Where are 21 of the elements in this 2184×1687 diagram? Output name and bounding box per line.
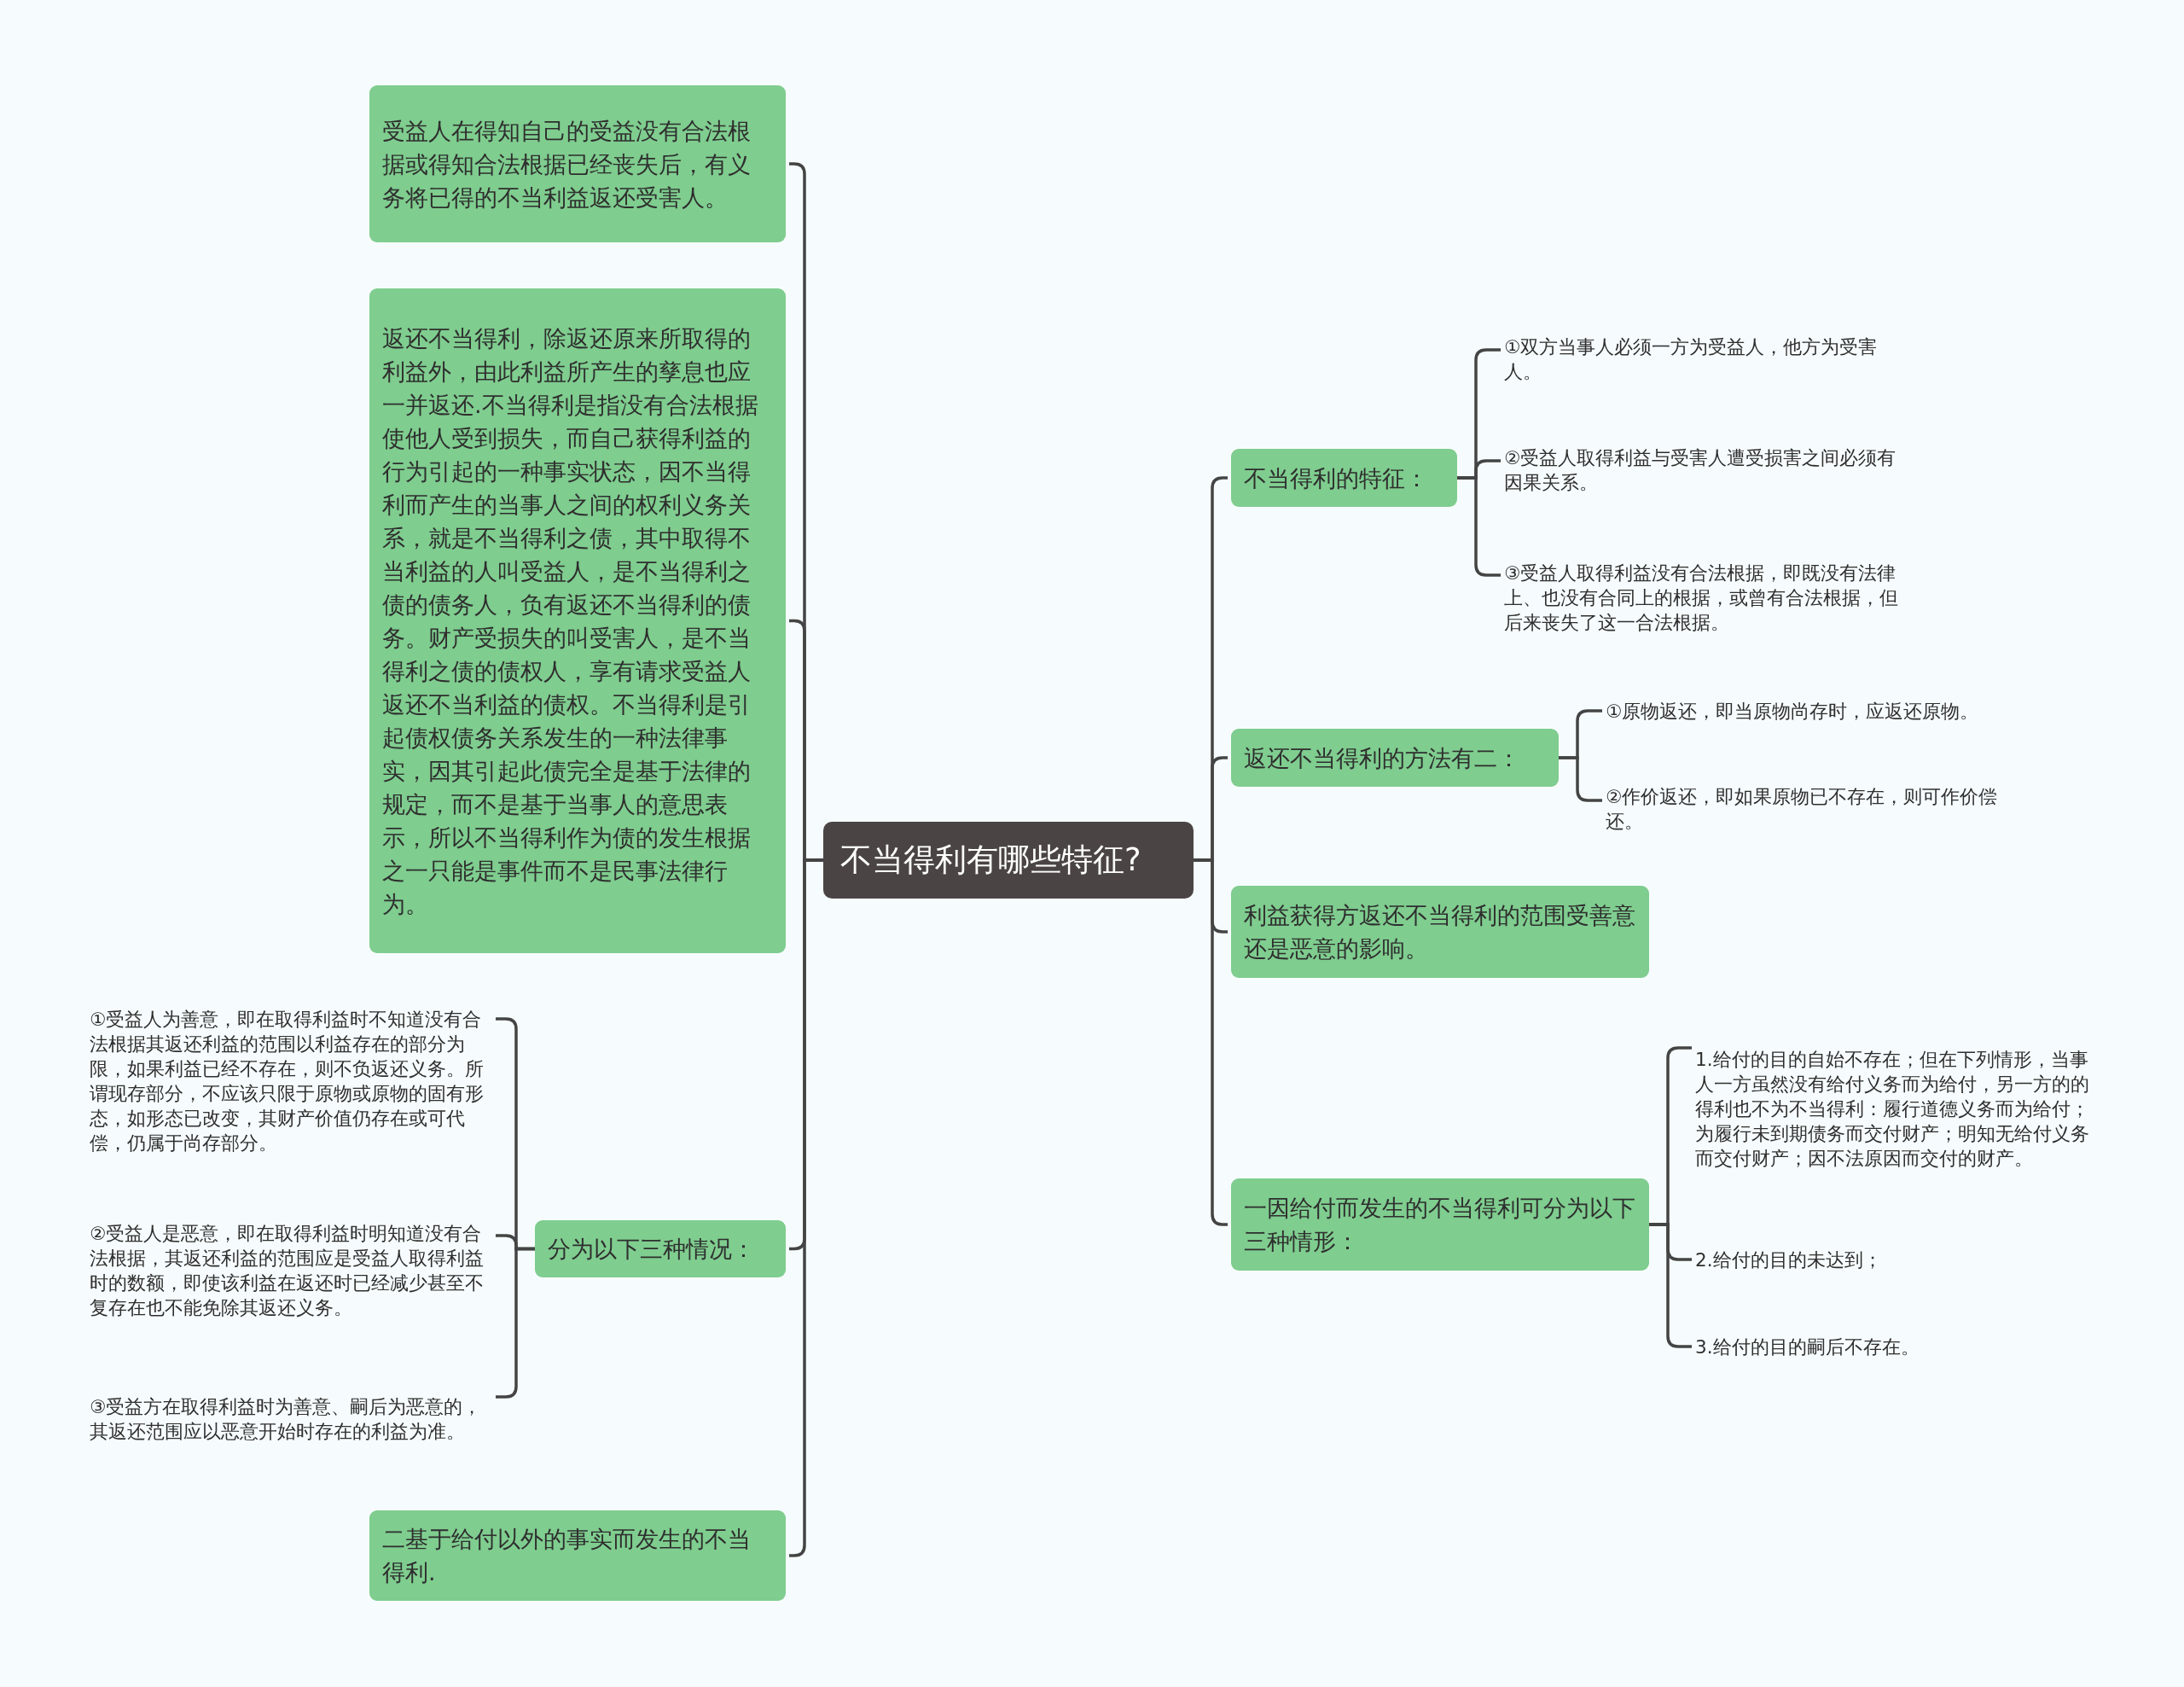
topic-box: 分为以下三种情况： [535, 1220, 786, 1277]
central-topic-box: 不当得利有哪些特征? [823, 822, 1194, 899]
topic-box: 返还不当得利，除返还原来所取得的利益外，由此利益所产生的孳息也应一并返还.不当得利是指没有合法根据使他人受到损失，而自己获得利益的行为引起的一种事实状态，因不当得利而产生的当事人之间的权利义务关系，就是不当得利之债，其中取得不当利益的人叫受益人，是不当得利之债的债务人，负有返还不当得利的债务。财产受损失的叫受害人，是不当得利之债的债权人，享有请求受益人返还不当利益的债权。不当得利是引起债权债务关系发生的一种法律事实，因其引起此债完全是基于法律的规定，而不是基于当事人的意思表示，所以不当得利作为债的发生根据之一只能是事件而不是民事法律行为。 [369, 288, 786, 953]
note-text: ②作价返还，即如果原物已不存在，则可作价偿还。 [1606, 782, 2012, 836]
note-text: 1.给付的目的自始不存在；但在下列情形，当事人一方虽然没有给付义务而为给付，另一方的的得利也不为不当得利：履行道德义务而为给付；为履行未到期债务而交付财产；明知无给付义务而交付财产；因不法原因而交付的财产。 [1695, 1029, 2094, 1188]
note-text: ③受益人取得利益没有合法根据，即既没有法律上、也没有合同上的根据，或曾有合法根据，但后来丧失了这一合法根据。 [1504, 556, 1905, 638]
note-text: 2.给付的目的未达到； [1695, 1244, 2094, 1275]
note-text: ②受益人是恶意，即在取得利益时明知道没有合法根据，其返还利益的范围应是受益人取得利益时的数额，即使该利益在返还时已经减少甚至不复存在也不能免除其返还义务。 [90, 1217, 492, 1323]
topic-box: 不当得利的特征： [1231, 449, 1457, 507]
topic-box: 返还不当得利的方法有二： [1231, 729, 1559, 787]
note-text: ②受益人取得利益与受害人遭受损害之间必须有因果关系。 [1504, 442, 1905, 498]
topic-box: 受益人在得知自己的受益没有合法根据或得知合法根据已经丧失后，有义务将已得的不当利益返还受害人。 [369, 85, 786, 242]
note-text: ①双方当事人必须一方为受益人，他方为受害人。 [1504, 331, 1905, 387]
note-text: ①受益人为善意，即在取得利益时不知道没有合法根据其返还利益的范围以利益存在的部分为限，如果利益已经不存在，则不负返还义务。所谓现存部分，不应该只限于原物或原物的固有形态，如形态已改变，其财产价值仍存在或可代偿，仍属于尚存部分。 [90, 1000, 492, 1162]
note-text: 3.给付的目的嗣后不存在。 [1695, 1331, 2094, 1362]
topic-box: 二基于给付以外的事实而发生的不当得利. [369, 1510, 786, 1601]
connector-line [1194, 858, 1228, 1226]
topic-box: 一因给付而发生的不当得利可分为以下三种情形： [1231, 1178, 1649, 1271]
topic-box: 利益获得方返还不当得利的范围受善意还是恶意的影响。 [1231, 886, 1649, 978]
note-text: ③受益方在取得利益时为善意、嗣后为恶意的，其返还范围应以恶意开始时存在的利益为准。 [90, 1378, 492, 1459]
note-text: ①原物返还，即当原物尚存时，应返还原物。 [1606, 695, 2012, 726]
